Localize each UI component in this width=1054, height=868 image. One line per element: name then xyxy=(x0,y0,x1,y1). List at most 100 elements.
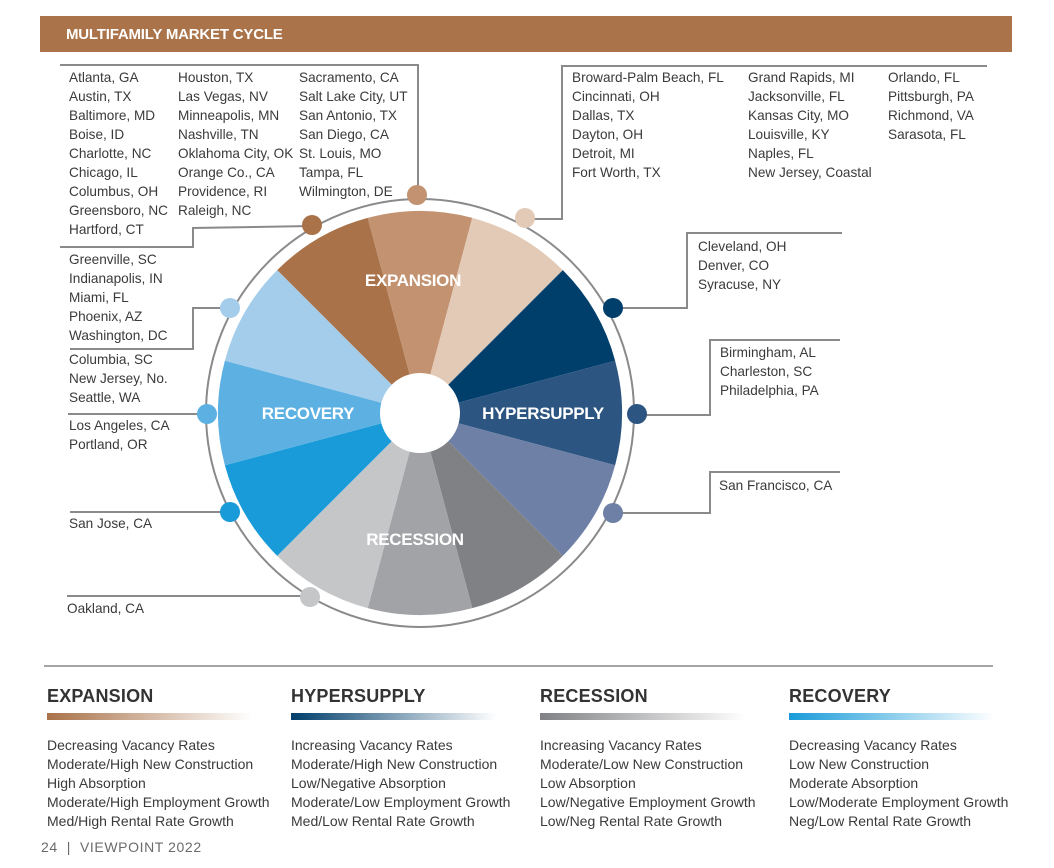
city-label: Syracuse, NY xyxy=(698,277,782,292)
city-label: Fort Worth, TX xyxy=(572,165,661,180)
city-label: Cincinnati, OH xyxy=(572,89,660,104)
city-label: Dallas, TX xyxy=(572,108,635,123)
city-column: Oakland, CA xyxy=(67,599,187,618)
city-label: Columbus, OH xyxy=(69,184,159,199)
characteristic-item: High Absorption xyxy=(47,775,146,791)
city-column: Cleveland, OH Denver, CO Syracuse, NY xyxy=(698,237,838,294)
phase-title: RECOVERY xyxy=(789,686,891,706)
market-dot xyxy=(300,587,320,607)
phase-color-bar xyxy=(47,713,252,720)
city-label: Las Vegas, NV xyxy=(178,89,268,104)
leader-line xyxy=(60,64,419,195)
leader-line xyxy=(60,225,313,248)
city-label: Greenville, SC xyxy=(69,252,157,267)
market-dot xyxy=(220,298,240,318)
phase-color-bar xyxy=(291,713,496,720)
characteristic-item: Low Absorption xyxy=(540,775,636,791)
section-header-bar: MULTIFAMILY MARKET CYCLE xyxy=(40,16,1012,52)
market-dot xyxy=(407,185,427,205)
city-label: Washington, DC xyxy=(69,328,168,343)
city-label: Atlanta, GA xyxy=(69,70,139,85)
characteristic-item: Moderate Absorption xyxy=(789,775,919,791)
city-label: Greensboro, NC xyxy=(69,203,168,218)
city-label: Orange Co., CA xyxy=(178,165,275,180)
city-label: Boise, ID xyxy=(69,127,125,142)
wheel-segment xyxy=(218,360,420,466)
city-label: Dayton, OH xyxy=(572,127,644,142)
divider xyxy=(44,665,993,667)
wheel-segment xyxy=(420,270,616,413)
wheel-label-recession: RECESSION xyxy=(366,530,464,549)
city-label: Phoenix, AZ xyxy=(69,309,143,324)
city-label: Cleveland, OH xyxy=(698,239,787,254)
city-label: Sarasota, FL xyxy=(888,127,966,142)
characteristic-item: Neg/Low Rental Rate Growth xyxy=(789,813,972,829)
phase-color-bar xyxy=(789,713,994,720)
wheel-label-expansion: EXPANSION xyxy=(364,271,462,290)
characteristic-item: Moderate/High New Construction xyxy=(291,756,498,772)
city-label: Louisville, KY xyxy=(748,127,830,142)
market-dot xyxy=(302,215,322,235)
wheel-segment xyxy=(420,413,616,556)
city-label: Columbia, SC xyxy=(69,352,153,367)
characteristic-item: Decreasing Vacancy Rates xyxy=(47,737,215,753)
characteristic-item: Increasing Vacancy Rates xyxy=(540,737,702,753)
city-label: Tampa, FL xyxy=(299,165,364,180)
wheel-segment xyxy=(367,413,473,615)
characteristic-item: Med/High Rental Rate Growth xyxy=(47,813,234,829)
characteristic-item: Moderate/Low New Construction xyxy=(540,756,744,772)
characteristic-item: Low/Neg Rental Rate Growth xyxy=(540,813,723,829)
characteristic-item: Med/Low Rental Rate Growth xyxy=(291,813,475,829)
wheel-segment xyxy=(367,210,473,413)
characteristic-item: Low/Negative Absorption xyxy=(291,775,446,791)
city-label: Denver, CO xyxy=(698,258,770,273)
city-label: Providence, RI xyxy=(178,184,268,199)
city-label: Philadelphia, PA xyxy=(720,383,819,398)
city-label: Hartford, CT xyxy=(69,222,144,237)
city-column: San Francisco, CA xyxy=(719,476,859,495)
characteristic-item: Moderate/Low Employment Growth xyxy=(291,794,511,810)
city-label: Oklahoma City, OK xyxy=(178,146,294,161)
city-label: Indianapolis, IN xyxy=(69,271,163,286)
city-label: San Antonio, TX xyxy=(299,108,397,123)
characteristic-item: Low/Moderate Employment Growth xyxy=(789,794,1009,810)
characteristic-item: Moderate/High Employment Growth xyxy=(47,794,270,810)
wheel-label-recovery: RECOVERY xyxy=(261,404,355,423)
city-group-expansion-late: Broward-Palm Beach, FL Cincinnati, OH Dall… xyxy=(572,68,998,182)
wheel-segment xyxy=(224,413,420,556)
city-label: Jacksonville, FL xyxy=(748,89,845,104)
phase-color-bar xyxy=(540,713,745,720)
city-label: Sacramento, CA xyxy=(299,70,399,85)
city-label: Austin, TX xyxy=(69,89,132,104)
wheel-label-hypersupply: HYPERSUPPLY xyxy=(482,404,604,423)
city-label: Raleigh, NC xyxy=(178,203,252,218)
wheel-hub xyxy=(380,373,460,453)
city-group-recession-late: Oakland, CA xyxy=(67,599,187,618)
characteristic-item: Low/Negative Employment Growth xyxy=(540,794,756,810)
city-label: Birmingham, AL xyxy=(720,345,816,360)
phase-title: EXPANSION xyxy=(47,686,154,706)
city-label: Naples, FL xyxy=(748,146,814,161)
characteristic-item: Increasing Vacancy Rates xyxy=(291,737,453,753)
city-label: New Jersey, Coastal xyxy=(748,165,872,180)
city-label: Broward-Palm Beach, FL xyxy=(572,70,724,85)
leader-line xyxy=(613,232,842,309)
characteristic-item: Moderate/High New Construction xyxy=(47,756,254,772)
city-label: Minneapolis, MN xyxy=(178,108,280,123)
city-label: San Francisco, CA xyxy=(719,478,833,493)
phase-title: RECESSION xyxy=(540,686,648,706)
market-dot xyxy=(197,404,217,424)
leader-line xyxy=(613,471,840,514)
market-dot xyxy=(627,404,647,424)
